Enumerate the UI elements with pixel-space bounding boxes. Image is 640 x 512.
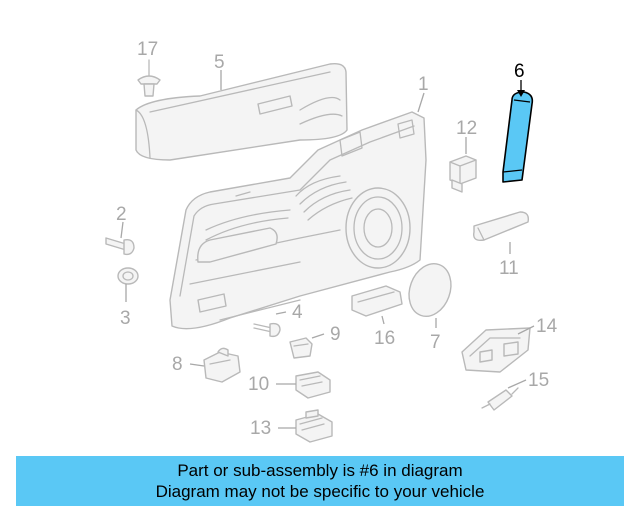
callout-4: 4 — [292, 302, 303, 323]
part-8-lamp — [203, 347, 241, 383]
part-2-screw — [105, 237, 135, 256]
part-5-armrest — [135, 62, 348, 161]
part-11-handle — [473, 211, 530, 242]
part-17-clip — [137, 59, 161, 97]
part-3-grommet — [117, 267, 139, 285]
callout-17: 17 — [137, 39, 158, 60]
banner-line-1: Part or sub-assembly is #6 in diagram — [177, 461, 463, 480]
callout-2: 2 — [116, 204, 127, 225]
part-13-switch — [295, 409, 333, 443]
part-10-switch — [295, 371, 331, 399]
callout-10: 10 — [248, 374, 269, 395]
part-16-pull-handle — [351, 285, 403, 317]
callout-6: 6 — [514, 61, 525, 82]
callout-8: 8 — [172, 354, 183, 375]
callout-11: 11 — [499, 258, 519, 279]
callout-3: 3 — [120, 308, 131, 329]
part-14-switch-assembly — [461, 327, 531, 373]
parts-diagram: 17 5 1 6 — [105, 39, 558, 443]
callout-5: 5 — [214, 52, 225, 73]
part-6-trim-strip — [502, 91, 534, 183]
part-4-screw — [253, 322, 281, 338]
part-15-bulb — [481, 387, 519, 411]
info-banner: Part or sub-assembly is #6 in diagram Di… — [16, 456, 624, 506]
part-1-door-panel — [169, 111, 427, 330]
callout-7: 7 — [430, 332, 441, 353]
part-12-switch — [449, 155, 477, 193]
callout-15: 15 — [528, 370, 549, 391]
callout-1: 1 — [418, 74, 429, 95]
callout-12: 12 — [456, 118, 477, 139]
part-9-clip — [289, 337, 313, 359]
callout-16: 16 — [374, 328, 395, 349]
part-7-speaker-grille — [408, 263, 452, 317]
callout-14: 14 — [536, 316, 558, 337]
banner-line-2: Diagram may not be specific to your vehi… — [155, 482, 485, 501]
callout-13: 13 — [250, 418, 271, 439]
callout-9: 9 — [330, 324, 341, 345]
